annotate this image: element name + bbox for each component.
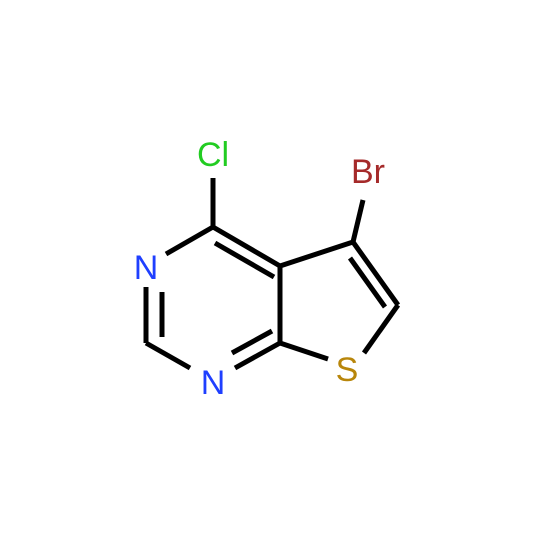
bond-s-c7a	[279, 340, 329, 362]
bond-n1-c7a-inner	[230, 328, 274, 356]
bond-c4-n3	[164, 224, 215, 257]
atom-label-n-top: N	[134, 249, 159, 287]
atom-label-cl: Cl	[197, 136, 229, 174]
bond-c5-c6-inner	[347, 256, 388, 309]
bond-c5-c6	[350, 240, 401, 307]
bond-c4-c4a-inner	[213, 240, 276, 280]
atom-labels: Cl Br N N S	[134, 136, 385, 402]
bond-c2-n1	[144, 340, 192, 371]
bonds	[143, 178, 401, 371]
bond-c6-s	[361, 303, 401, 355]
atom-label-s: S	[336, 351, 359, 389]
atom-label-br: Br	[351, 153, 385, 191]
bond-c5-br	[350, 199, 366, 243]
bond-c4a-c5	[279, 239, 354, 269]
bond-n1-c7a	[233, 340, 282, 371]
atom-label-n-bottom: N	[201, 364, 226, 402]
bond-c4-c4a	[211, 224, 282, 269]
